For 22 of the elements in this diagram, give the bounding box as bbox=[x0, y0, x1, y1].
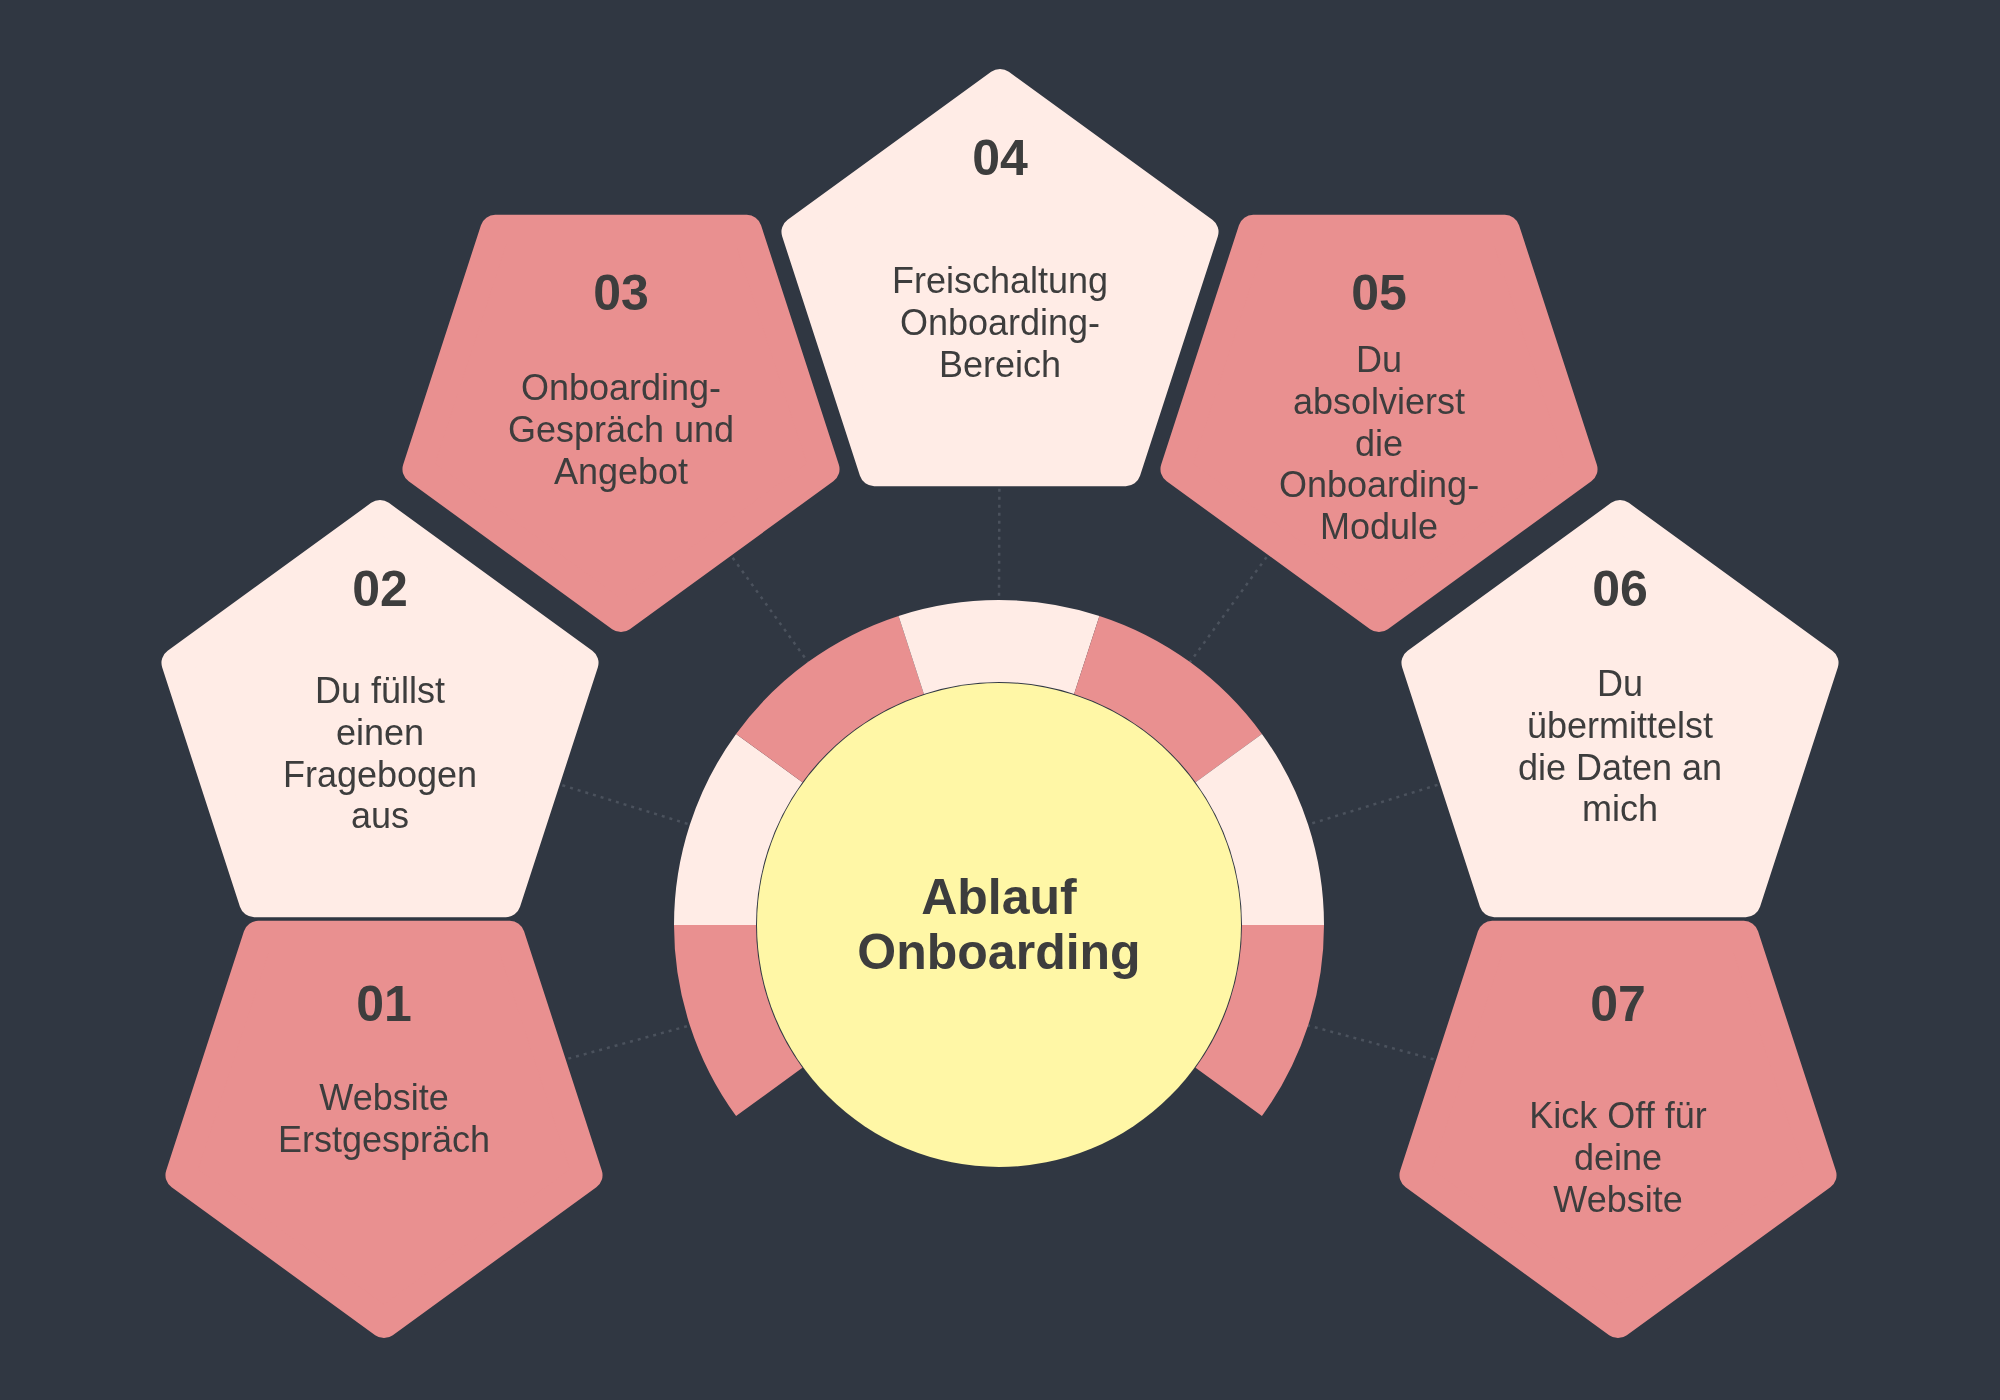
step-label: Website Erstgespräch bbox=[276, 1077, 492, 1161]
ring-segment bbox=[736, 615, 924, 783]
step-number: 04 bbox=[972, 133, 1028, 183]
step-label: Du füllst einen Fragebogen aus bbox=[282, 669, 478, 837]
ring-segment bbox=[674, 733, 803, 925]
ring-segment bbox=[1195, 925, 1324, 1117]
step-number: 05 bbox=[1351, 268, 1407, 318]
step-number: 06 bbox=[1592, 564, 1648, 614]
step-label: Onboarding-Gespräch und Angebot bbox=[506, 367, 736, 493]
ring-segment bbox=[898, 600, 1100, 694]
center-title: Ablauf Onboarding bbox=[856, 870, 1142, 980]
step-label: Du übermittelst die Daten an mich bbox=[1517, 662, 1723, 830]
ring-segment bbox=[1195, 733, 1324, 925]
step-label: Du absolvierst die Onboarding-Module bbox=[1279, 338, 1479, 548]
step-number: 07 bbox=[1590, 979, 1646, 1029]
step-number: 02 bbox=[352, 564, 408, 614]
step-label: Kick Off für deine Website bbox=[1528, 1095, 1708, 1221]
step-label: Freischaltung Onboarding-Bereich bbox=[890, 260, 1110, 386]
ring-segment bbox=[674, 925, 803, 1117]
step-number: 01 bbox=[356, 979, 412, 1029]
ring-segment bbox=[1074, 615, 1262, 783]
step-number: 03 bbox=[593, 268, 649, 318]
